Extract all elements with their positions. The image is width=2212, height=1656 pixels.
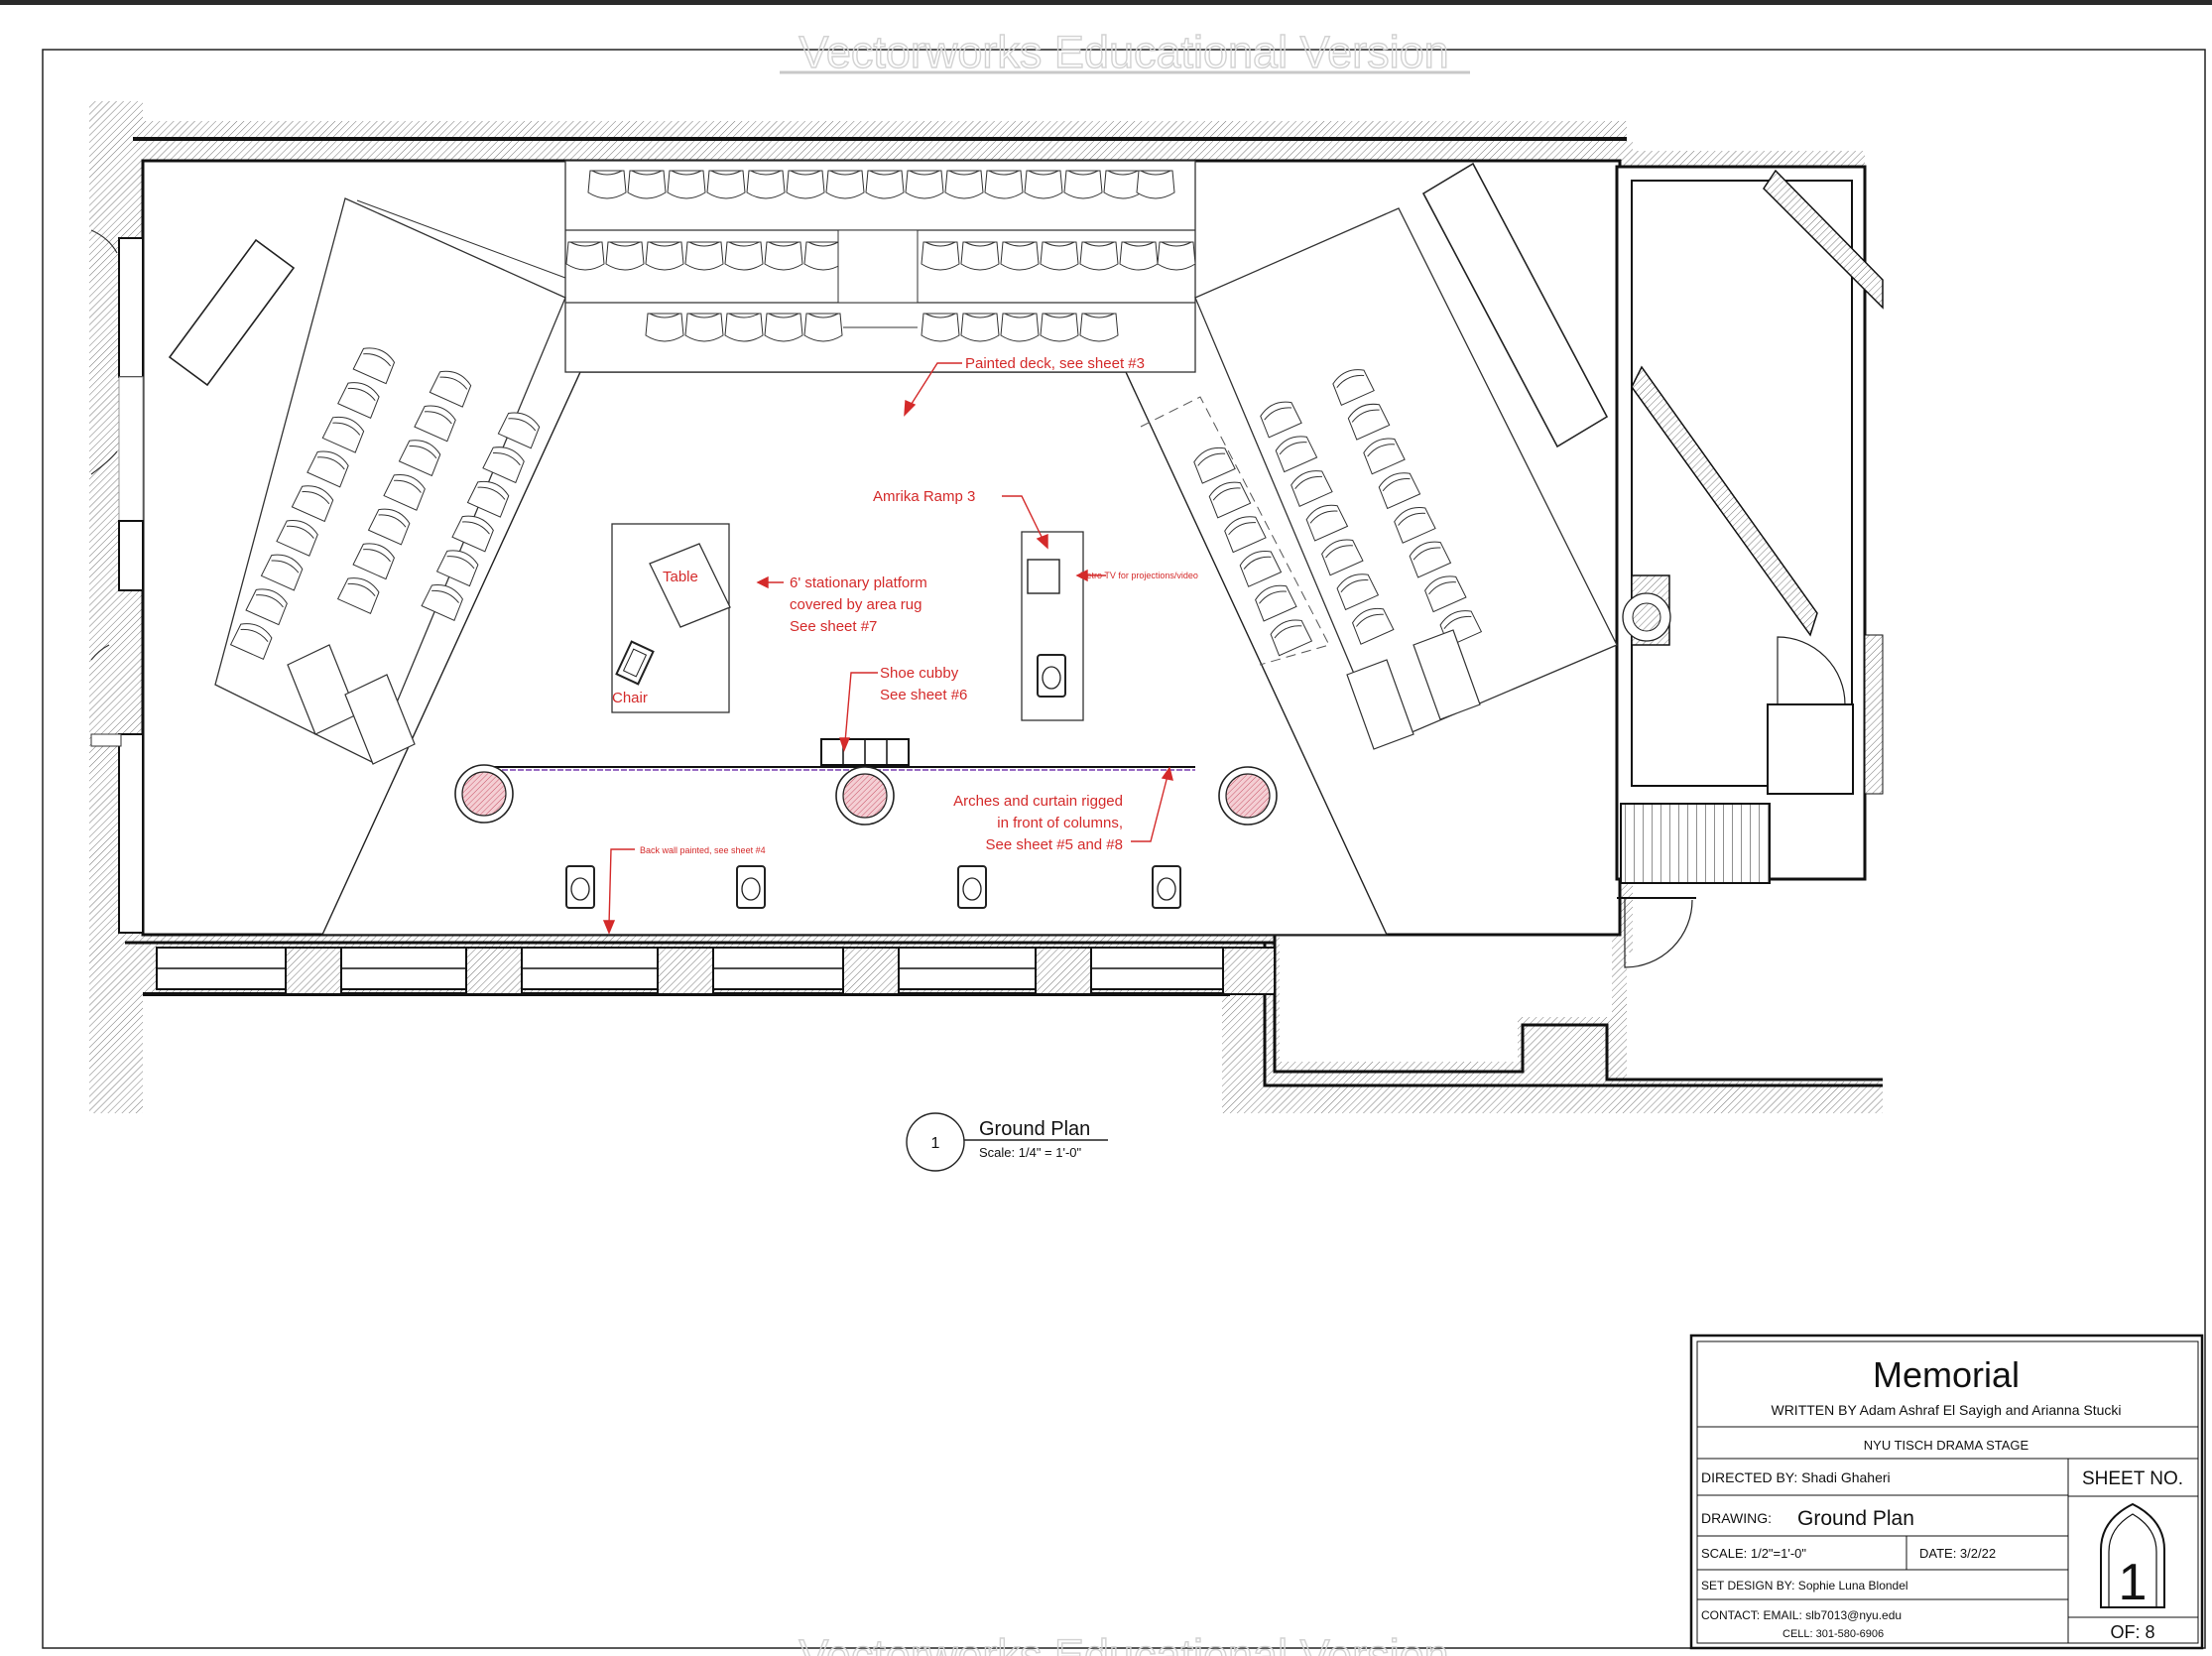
audience-riser-left [214,197,566,765]
lobby-bench-right [1421,162,1609,448]
scale: SCALE: 1/2"=1'-0" [1701,1546,1806,1561]
sheet-border [42,49,2206,1649]
venue: NYU TISCH DRAMA STAGE [1864,1438,2029,1453]
directed-by: DIRECTED BY: Shadi Ghaheri [1701,1469,1891,1485]
plan-title: Ground Plan [979,1118,1090,1140]
column-left [454,764,514,824]
platform-note-1: 6' stationary platform [790,574,927,591]
arch-logo [2100,1502,2165,1608]
seating-row-top-1 [587,170,1175,199]
arches-note-1: Arches and curtain rigged [953,793,1123,810]
sheet-number: 1 [2119,1554,2148,1611]
arches-note-2: in front of columns, [997,815,1123,831]
date: DATE: 3/2/22 [1919,1546,1996,1561]
arches-note-3: See sheet #5 and #8 [986,836,1123,853]
painted-deck-note: Painted deck, see sheet #3 [965,355,1145,372]
plan-label: 1 Ground Plan Scale: 1/4" = 1'-0" [906,1112,1108,1172]
column-right [1218,766,1278,826]
drawing-label: DRAWING: [1701,1510,1772,1526]
shoe-cubby-note-2: See sheet #6 [880,687,967,703]
top-border [0,0,2212,5]
written-by: WRITTEN BY Adam Ashraf El Sayigh and Ari… [1771,1402,2121,1418]
chair [615,640,655,686]
audience-riser-right [1140,207,1618,750]
back-wall-note: Back wall painted, see sheet #4 [640,845,766,855]
table-label: Table [663,569,698,585]
platform-note-2: covered by area rug [790,596,922,613]
sheet-no-label: SHEET NO. [2082,1468,2183,1489]
platform-note-3: See sheet #7 [790,618,877,635]
drawing-value: Ground Plan [1797,1507,1914,1530]
annotation-leaders [602,362,1173,935]
plan-scale: Scale: 1/4" = 1'-0" [979,1145,1082,1160]
table [649,543,731,628]
set-design: SET DESIGN BY: Sophie Luna Blondel [1701,1579,1908,1592]
retro-tv-note: Retro TV for projections/video [1080,571,1198,580]
cell: CELL: 301-580-6906 [1782,1628,1884,1640]
watermark-bottom: Vectorworks Educational Version [799,1630,1448,1656]
stairs [1620,803,1771,884]
column-center [835,766,895,826]
stationary-platform [611,523,730,713]
retro-tv [1027,559,1060,594]
title-block: Memorial WRITTEN BY Adam Ashraf El Sayig… [1689,1334,2204,1650]
show-title: Memorial [1873,1354,2020,1395]
amrika-ramp-note: Amrika Ramp 3 [873,488,975,505]
contact: CONTACT: EMAIL: slb7013@nyu.edu [1701,1608,1902,1622]
shoe-cubby-note-1: Shoe cubby [880,665,959,682]
ground-plan: Painted deck, see sheet #3 Amrika Ramp 3… [89,101,1884,1113]
of-total: OF: 8 [2110,1622,2154,1642]
chair-label: Chair [612,690,648,706]
plan-number: 1 [931,1135,940,1152]
lobby-bench-left [168,238,296,387]
watermark-top: Vectorworks Educational Version [799,27,1448,77]
